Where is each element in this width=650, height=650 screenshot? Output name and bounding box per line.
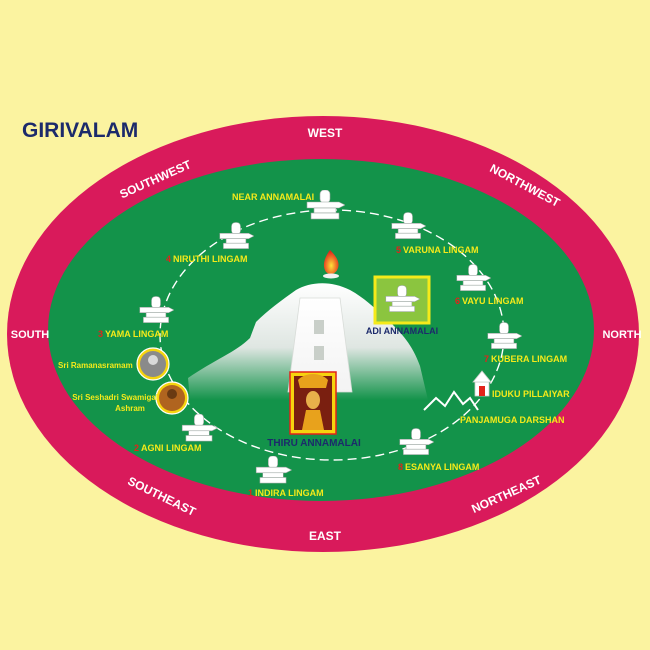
- deity-face: [306, 391, 320, 409]
- label-iduku-pillaiyar: IDUKU PILLAIYAR: [492, 389, 570, 399]
- label-thiru-annamalai: THIRU ANNAMALAI: [267, 438, 361, 449]
- flame-base: [323, 273, 339, 279]
- mountains-icon: [423, 390, 479, 411]
- label-seshadri-line1: Sri Seshadri Swamigal: [72, 393, 158, 402]
- direction-north: NORTH: [602, 329, 641, 341]
- text-kubera: KUBERA LINGAM: [491, 354, 567, 364]
- number-esanya: 8: [398, 462, 403, 472]
- temple-tower: [287, 297, 353, 393]
- label-panjamuga-darshan: PANJAMUGA DARSHAN: [460, 415, 565, 425]
- tower-window: [314, 320, 324, 334]
- deepam-flame-icon: [323, 250, 339, 275]
- number-indira: 1: [248, 488, 253, 498]
- ramana-face: [148, 355, 158, 365]
- text-indira: INDIRA LINGAM: [255, 488, 324, 498]
- label-near-annamalai: NEAR ANNAMALAI: [232, 192, 314, 202]
- direction-west: WEST: [308, 126, 343, 140]
- deity-crown-icon: [298, 374, 328, 388]
- label-ramanasramam: Sri Ramanasramam: [58, 361, 133, 370]
- text-vayu: VAYU LINGAM: [462, 296, 524, 306]
- text-niruthi: NIRUTHI LINGAM: [173, 254, 248, 264]
- shrine-roof: [472, 370, 492, 383]
- shrine-door: [479, 386, 485, 396]
- text-esanya: ESANYA LINGAM: [405, 462, 479, 472]
- direction-south: SOUTH: [11, 329, 50, 341]
- number-kubera: 7: [484, 354, 489, 364]
- label-seshadri-line2: Ashram: [115, 404, 145, 413]
- direction-east: EAST: [309, 529, 342, 543]
- text-agni: AGNI LINGAM: [141, 443, 202, 453]
- label-adi-annamalai: ADI ANNAMALAI: [366, 326, 438, 336]
- seshadri-face: [167, 389, 177, 399]
- number-agni: 2: [134, 443, 139, 453]
- text-yama: YAMA LINGAM: [105, 329, 168, 339]
- number-niruthi: 4: [166, 254, 171, 264]
- tower-window: [314, 346, 324, 360]
- text-varuna: VARUNA LINGAM: [403, 245, 479, 255]
- number-varuna: 5: [396, 245, 401, 255]
- number-vayu: 6: [455, 296, 460, 306]
- deity-body: [302, 410, 324, 430]
- number-yama: 3: [98, 329, 103, 339]
- diagram-title: GIRIVALAM: [22, 119, 138, 142]
